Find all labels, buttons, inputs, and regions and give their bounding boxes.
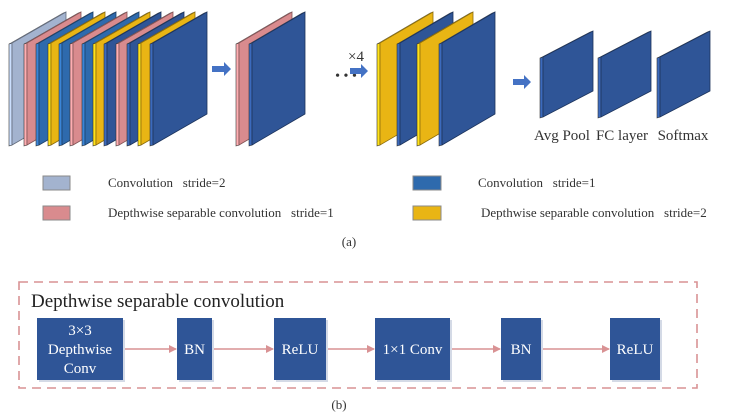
layer-dark-blue [438,11,496,147]
block-label: ReLU [282,342,319,358]
arrow-right-icon [513,75,531,89]
block-label: 1×1 Conv [383,342,443,358]
legend-label-dw-stride1: Depthwise separable convolution stride=1 [108,205,334,220]
block-label: 3×3 [68,323,91,339]
block-label: BN [184,342,205,358]
output-layer-label: Avg Pool [534,128,590,144]
block-relu: ReLU [610,318,662,382]
caption-b: (b) [331,397,346,412]
block-label: BN [511,342,532,358]
caption-a: (a) [342,234,356,249]
block-label: Depthwise [48,342,112,358]
dashed-frame [18,281,698,389]
layer-stack-downsample [376,11,496,147]
layer-stack-input [8,11,208,147]
block-label: ReLU [617,342,654,358]
output-layer-label: FC layer [596,128,648,144]
output-layer-fc-layer [597,30,652,119]
output-layer-avg-pool [539,30,594,119]
repeat-label: ×4 [348,49,364,65]
output-layers: Avg Pool FC layer Softmax [534,30,711,144]
legend-label-dw-stride2: Depthwise separable convolution stride=2 [481,205,707,220]
legend-label-conv-stride1: Convolution stride=1 [478,175,595,190]
block-relu: ReLU [274,318,328,382]
block-label: Conv [64,361,97,377]
legend-swatch-conv-stride2 [42,175,71,191]
arrow-right-icon [350,64,368,78]
layer-dark-blue [248,11,306,147]
block-bn: BN [501,318,543,382]
legend: Convolution stride=2 Depthwise separable… [42,175,707,221]
legend-swatch-conv-stride1 [412,175,442,191]
legend-swatch-dw-stride1 [42,205,71,221]
legend-label-conv-stride2: Convolution stride=2 [108,175,225,190]
output-layer-softmax [656,30,711,119]
block-1-1-conv: 1×1 Conv [375,318,452,382]
output-layer-label: Softmax [658,128,709,144]
section-title: Depthwise separable convolution [31,291,285,312]
arrow-right-icon [212,62,231,76]
block-bn: BN [177,318,214,382]
layer-stack-block [235,11,306,147]
legend-swatch-dw-stride2 [412,205,442,221]
layer-dark-blue [149,11,208,147]
